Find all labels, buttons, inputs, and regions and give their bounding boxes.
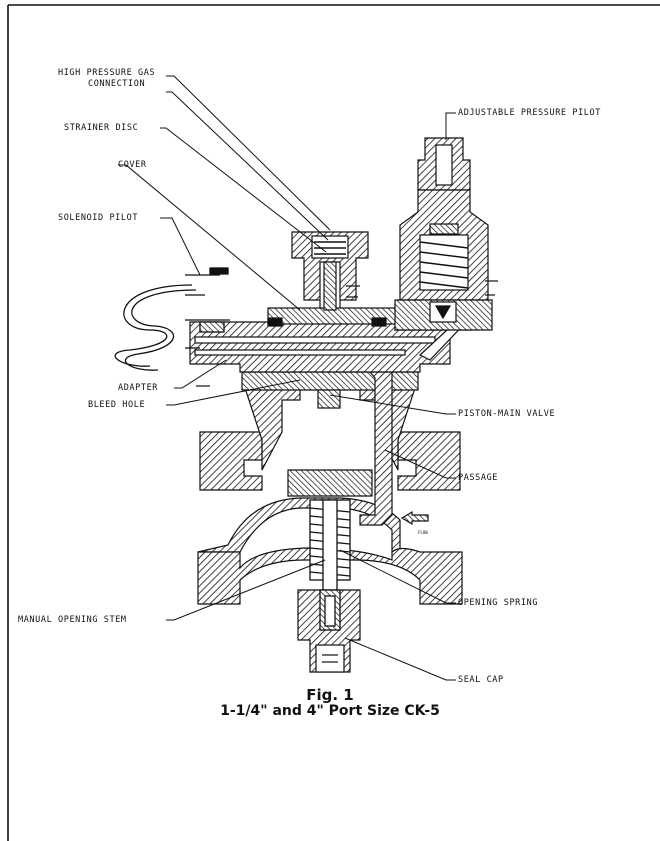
figure-title: 1-1/4" and 4" Port Size CK-5 [220,703,440,719]
dimension-marks [196,280,498,387]
label-passage: PASSAGE [458,473,499,483]
gas-connection-fitting [291,231,369,311]
label-connection: CONNECTION [88,79,146,89]
label-adjustable-pressure-pilot: ADJUSTABLE PRESSURE PILOT [458,108,601,118]
adjustable-pressure-pilot [394,137,493,331]
label-solenoid-pilot: SOLENOID PILOT [58,213,139,223]
flow-label: FLOW [418,530,428,535]
valve-body [197,371,463,673]
leader-lines [118,75,456,681]
label-strainer-disc: STRAINER DISC [64,123,139,133]
label-adapter: ADAPTER [118,383,159,393]
solenoid-pilot [114,267,230,371]
label-manual-opening-stem: MANUAL OPENING STEM [18,615,127,625]
cover-plate [267,307,399,327]
label-cover: COVER [118,160,147,170]
label-seal-cap: SEAL CAP [458,675,504,685]
opening-spring [309,499,351,631]
page-border [7,4,660,841]
label-bleed-hole: BLEED HOLE [88,400,146,410]
figure-number: Fig. 1 [306,686,354,704]
label-opening-spring: OPENING SPRING [458,598,539,608]
label-piston-main-valve: PISTON-MAIN VALVE [458,409,556,419]
flow-arrow [400,510,429,526]
label-high-pressure-gas: HIGH PRESSURE GAS [58,68,156,78]
